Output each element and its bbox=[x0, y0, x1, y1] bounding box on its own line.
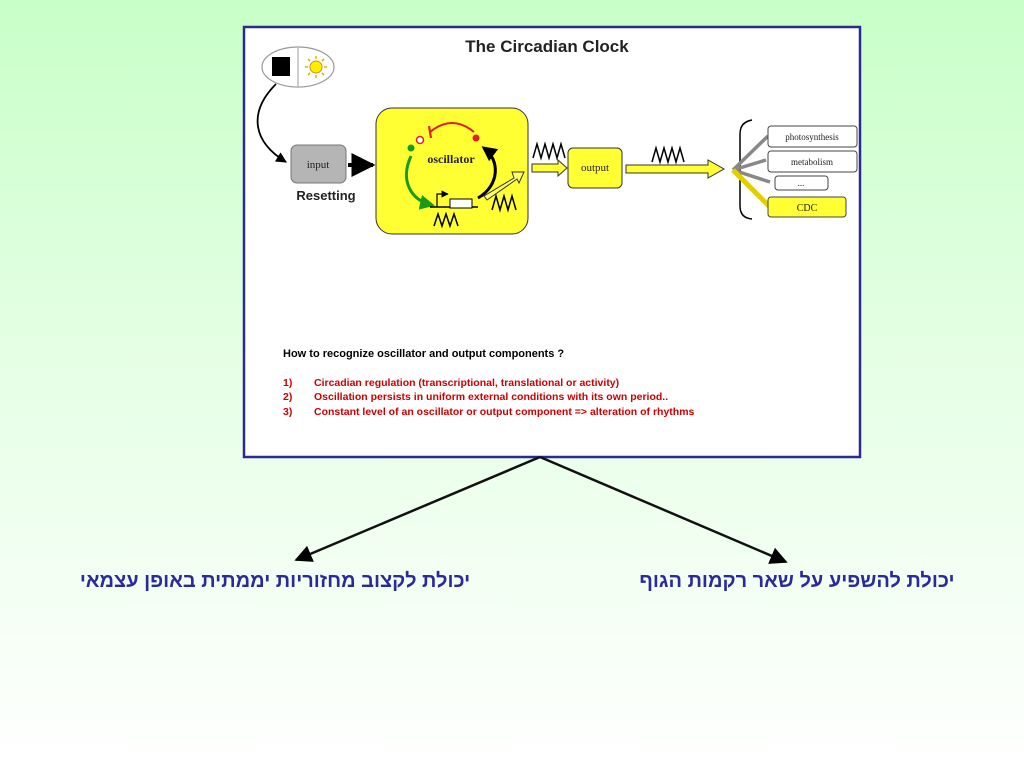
tissue-influence-label: יכולת להשפיע על שאר רקמות הגוף bbox=[639, 570, 955, 592]
criterion-text: Circadian regulation (transcriptional, t… bbox=[314, 377, 619, 389]
criterion-number: 1) bbox=[283, 377, 292, 389]
criterion-number: 3) bbox=[283, 406, 292, 418]
input-node bbox=[290, 144, 347, 184]
cdc-box bbox=[767, 196, 847, 218]
arrow-to-right-label bbox=[539, 455, 788, 564]
output-long-arrow bbox=[625, 159, 726, 179]
criteria-list: 1) Circadian regulation (transcriptional… bbox=[283, 377, 695, 418]
metabolism-label: metabolism bbox=[791, 157, 833, 167]
ellipsis-label: ... bbox=[798, 178, 805, 188]
green-arrow bbox=[405, 155, 435, 210]
wave-icon bbox=[433, 211, 459, 229]
output-hollow-arrow bbox=[483, 171, 525, 201]
oscillator-node bbox=[375, 107, 529, 235]
oscillator-to-output-arrow bbox=[531, 158, 568, 178]
wave-icon bbox=[491, 193, 517, 213]
component-dot-red bbox=[415, 135, 425, 145]
panel-title: The Circadian Clock bbox=[465, 37, 629, 56]
cdc-label: CDC bbox=[797, 203, 818, 214]
output-label: output bbox=[581, 162, 609, 174]
input-label: input bbox=[307, 159, 330, 171]
criterion-number: 2) bbox=[283, 391, 292, 403]
oscillator-label: oscillator bbox=[427, 152, 475, 166]
dark-square-icon bbox=[272, 57, 290, 76]
criterion-text: Constant level of an oscillator or outpu… bbox=[314, 406, 695, 418]
photosynthesis-box bbox=[767, 125, 858, 148]
component-dot-green bbox=[407, 144, 415, 152]
gene-promoter-icon bbox=[430, 190, 478, 209]
photosynthesis-label: photosynthesis bbox=[785, 132, 839, 142]
metabolism-box bbox=[767, 150, 858, 173]
circadian-figure-panel: The Circadian Clock input Resetting bbox=[242, 25, 862, 459]
arrow-to-left-label bbox=[294, 455, 541, 562]
panel-border bbox=[242, 25, 862, 459]
feedback-arrow bbox=[477, 146, 499, 200]
question-heading: How to recognize oscillator and output c… bbox=[283, 348, 564, 360]
wave-icon bbox=[651, 145, 685, 165]
light-dark-indicator bbox=[261, 46, 335, 88]
inhibition-arc bbox=[429, 122, 475, 133]
autonomous-rhythm-label: יכולת לקצוב מחזוריות יממתית באופן עצמאי bbox=[79, 570, 471, 592]
ellipsis-box bbox=[774, 175, 829, 191]
wave-icon bbox=[532, 141, 566, 161]
output-bracket bbox=[739, 119, 753, 220]
resetting-label: Resetting bbox=[296, 188, 355, 203]
output-node bbox=[567, 147, 623, 189]
signal-arrow bbox=[256, 83, 287, 163]
sun-icon bbox=[305, 56, 327, 78]
component-dot-red-filled bbox=[472, 134, 480, 142]
output-fan-arrows bbox=[731, 134, 772, 209]
criterion-text: Oscillation persists in uniform external… bbox=[314, 391, 668, 403]
